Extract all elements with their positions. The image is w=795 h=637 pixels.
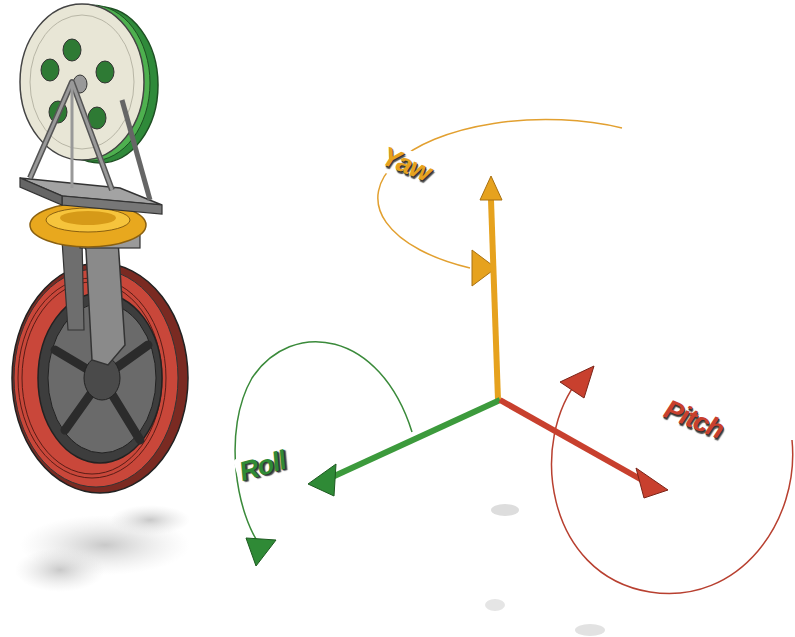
ground-shadow [15, 504, 605, 636]
axis-label: Roll [233, 445, 292, 488]
axis-label: Yaw [374, 141, 437, 190]
pitch-axis [500, 366, 793, 594]
wheel-assembly [12, 4, 188, 493]
axis-label: Pitch [657, 394, 730, 447]
